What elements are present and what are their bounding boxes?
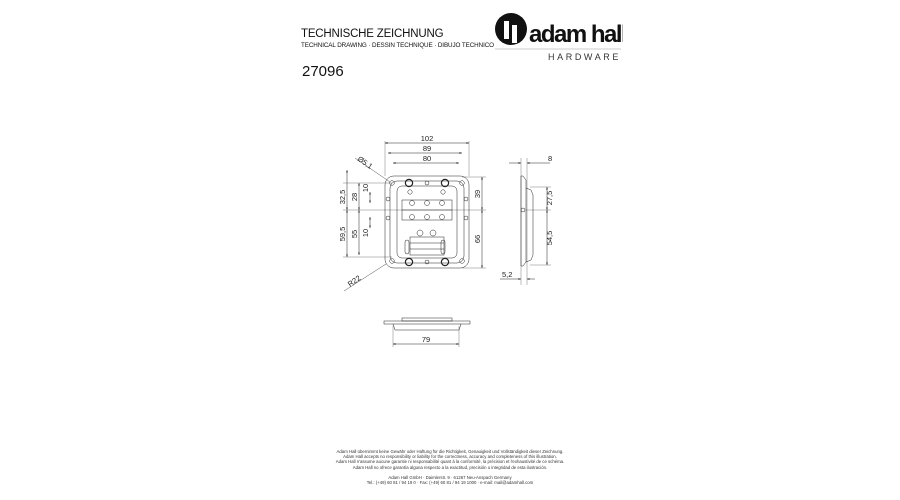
dim-39: 39 [473, 190, 482, 198]
dim-54-5: 54,5 [545, 231, 554, 246]
dim-27-5: 27,5 [545, 191, 554, 206]
mounting-holes [385, 178, 469, 267]
dim-radius: R22 [346, 273, 362, 288]
disclaimer-en: Adam Hall accepts no responsibility or l… [343, 454, 557, 460]
dim-32-5: 32,5 [338, 190, 347, 205]
dim-10-lower: 10 [361, 229, 370, 237]
drawing-title: TECHNISCHE ZEICHNUNG [301, 28, 444, 40]
article-number: 27096 [302, 63, 344, 80]
dim-66: 66 [473, 235, 482, 243]
drawing-subtitle: TECHNICAL DRAWING · DESSIN TECHNIQUE · D… [301, 42, 494, 49]
disclaimer-es: Adam Hall no ofrece garantía alguna resp… [352, 464, 548, 470]
adam-hall-logo: adam hall HARDWARE [495, 13, 623, 62]
dim-80: 80 [423, 154, 431, 163]
dim-79: 79 [422, 335, 430, 344]
dim-89: 89 [423, 144, 431, 153]
disclaimer-de: Adam Hall übernimmt keine Gewähr oder Ha… [336, 449, 564, 454]
bottom-view [383, 317, 471, 331]
dim-hole-diameter: Ø5,1 [356, 154, 374, 171]
dim-102: 102 [421, 134, 434, 143]
logo-mark-icon [495, 13, 527, 45]
dim-55: 55 [350, 230, 359, 238]
dim-8: 8 [548, 154, 552, 163]
logo-brand: adam hall [529, 21, 623, 48]
dim-10-upper: 10 [361, 184, 370, 192]
footer: Adam Hall übernimmt keine Gewähr oder Ha… [300, 449, 600, 485]
disclaimer-fr: Adam Hall n'assume aucune garantie ni re… [335, 459, 565, 465]
dim-5-2: 5,2 [502, 270, 512, 279]
dim-28: 28 [350, 193, 359, 201]
front-view [384, 175, 470, 269]
logo-tagline: HARDWARE [548, 52, 621, 62]
company-contact: Tel.: (+49) 60 81 / 94 19 0 · Fax: (+49)… [366, 480, 534, 486]
dim-59-5: 59,5 [338, 227, 347, 242]
company-address: Adam Hall GmbH · Daimlerstr. 9 · 61267 N… [388, 474, 512, 480]
